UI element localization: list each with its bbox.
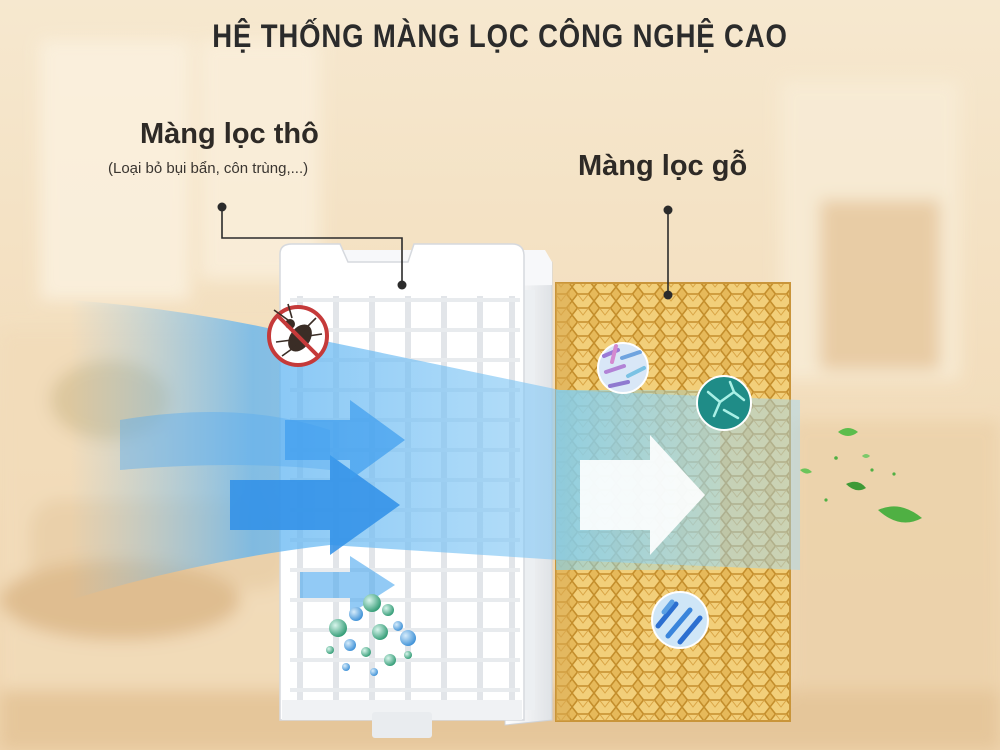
leaf-icon [800, 428, 922, 523]
page-title: HỆ THỐNG MÀNG LỌC CÔNG NGHỆ CAO [212, 18, 788, 54]
no-insect-icon [267, 303, 329, 367]
dust-particles-icon [326, 594, 416, 676]
coarse-filter-title: Màng lọc thô [140, 118, 319, 150]
coarse-filter-pointer [217, 202, 407, 290]
mold-spore-icon [696, 375, 752, 431]
pollen-icon [651, 591, 709, 649]
coarse-filter-description: (Loại bỏ bụi bẩn, côn trùng,...) [108, 160, 309, 177]
wood-filter-title: Màng lọc gỗ [578, 150, 748, 182]
bacteria-icon [597, 342, 649, 394]
wood-filter-pointer [663, 205, 673, 300]
airflow-arrow-icon [230, 400, 705, 614]
